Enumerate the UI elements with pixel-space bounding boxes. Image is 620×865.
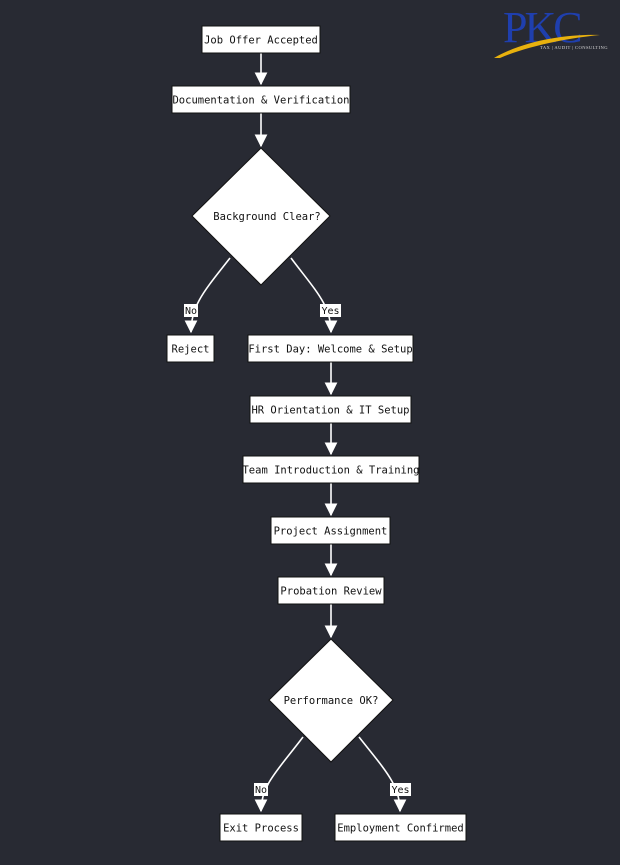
node-probation-review-label: Probation Review (280, 586, 382, 598)
decision-performance-ok-label: Performance OK? (284, 695, 379, 707)
edge-label-perf-no-text: No (255, 785, 267, 796)
node-first-day-label: First Day: Welcome & Setup (248, 344, 412, 356)
node-documentation[interactable]: Documentation & Verification (171, 85, 351, 114)
node-reject-label: Reject (172, 344, 210, 356)
decision-background-clear-label: Background Clear? (213, 211, 320, 223)
logo-tagline: TAX | AUDIT | CONSULTING (540, 45, 608, 50)
edge-label-bg-yes: Yes (320, 304, 341, 317)
node-reject[interactable]: Reject (166, 334, 215, 363)
edge-label-perf-no: No (254, 783, 268, 796)
node-employment-confirmed-label: Employment Confirmed (337, 823, 463, 835)
node-first-day[interactable]: First Day: Welcome & Setup (247, 334, 414, 363)
node-exit-process[interactable]: Exit Process (219, 813, 303, 842)
node-project-assignment-label: Project Assignment (274, 526, 388, 538)
edge-bg-no (184, 257, 231, 334)
logo-swoosh (494, 34, 600, 58)
decision-performance-ok[interactable]: Performance OK? (268, 638, 394, 763)
company-logo: PKC TAX | AUDIT | CONSULTING (494, 3, 608, 58)
node-exit-process-label: Exit Process (223, 823, 299, 835)
node-employment-confirmed[interactable]: Employment Confirmed (334, 813, 467, 842)
node-hr-orientation-label: HR Orientation & IT Setup (251, 405, 409, 417)
node-team-intro-label: Team Introduction & Training (242, 465, 419, 477)
node-project-assignment[interactable]: Project Assignment (270, 516, 391, 545)
node-probation-review[interactable]: Probation Review (277, 576, 385, 605)
decision-background-clear[interactable]: Background Clear? (191, 147, 331, 286)
node-job-offer-label: Job Offer Accepted (204, 35, 318, 47)
edge-label-perf-yes-text: Yes (391, 785, 409, 796)
edge-label-bg-no-text: No (185, 306, 197, 317)
edge-label-bg-no: No (184, 304, 198, 317)
node-documentation-label: Documentation & Verification (172, 95, 349, 107)
edge-perf-no (254, 736, 304, 813)
node-job-offer[interactable]: Job Offer Accepted (201, 25, 321, 54)
node-team-intro[interactable]: Team Introduction & Training (242, 455, 420, 484)
edge-label-perf-yes: Yes (390, 783, 411, 796)
edge-perf-yes (358, 736, 407, 813)
edge-label-bg-yes-text: Yes (321, 306, 339, 317)
edges (184, 53, 407, 813)
edge-bg-yes (290, 257, 338, 334)
node-hr-orientation[interactable]: HR Orientation & IT Setup (249, 395, 412, 424)
